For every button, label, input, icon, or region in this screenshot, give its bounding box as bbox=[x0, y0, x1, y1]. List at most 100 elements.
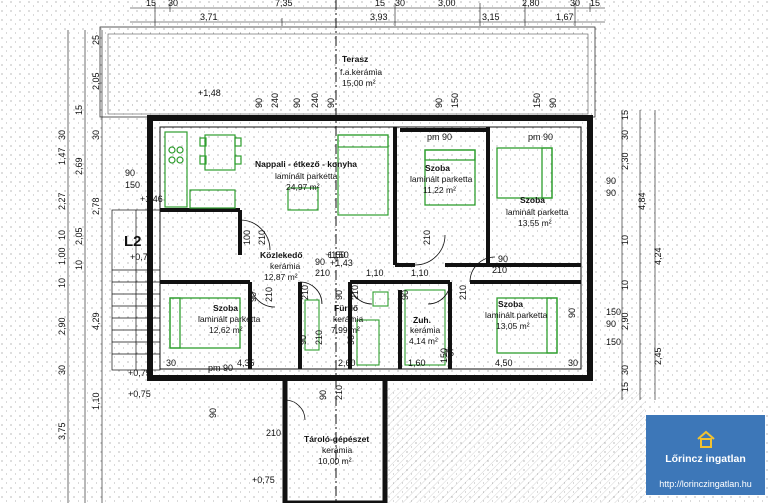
dim-right-6: 10 bbox=[620, 280, 630, 290]
room-bathroom: Fürdő kerámia 7,99 m² bbox=[331, 303, 364, 335]
dim-top-2: 7,35 bbox=[275, 0, 293, 8]
dim-int-20: 210 bbox=[257, 230, 267, 245]
dim-top2-3: 1,67 bbox=[556, 12, 574, 22]
dim-left-9: 10 bbox=[57, 230, 67, 240]
dim-int-21: 210 bbox=[422, 230, 432, 245]
bathroom-fixtures bbox=[304, 289, 446, 366]
dim-int-36: 90 bbox=[298, 335, 308, 345]
dim-top-6: 2,80 bbox=[522, 0, 540, 8]
level-5: +0,75 bbox=[128, 389, 151, 399]
terrace-edge bbox=[107, 33, 589, 115]
level-1: +1,46 bbox=[140, 194, 163, 204]
left-dimensions: 25 2,05 15 30 1,47 2,69 30 2,27 2,78 10 … bbox=[57, 35, 101, 440]
room-area: 13,05 m² bbox=[496, 321, 530, 331]
room-area: 24,97 m² bbox=[286, 182, 320, 192]
room-area: 4,14 m² bbox=[409, 336, 438, 346]
dimension-lines-side bbox=[67, 30, 656, 503]
dim-int-32: 90 bbox=[334, 290, 344, 300]
dim-top-8: 15 bbox=[590, 0, 600, 8]
stair-marker: L2 +0,75 bbox=[124, 233, 153, 262]
inner-walls bbox=[160, 127, 581, 380]
dim-int-18: 90 bbox=[567, 308, 577, 318]
dim-left-10: 2,05 bbox=[74, 227, 84, 245]
dim-int-11: 90 bbox=[606, 176, 616, 186]
dim-left-18: 3,75 bbox=[57, 422, 67, 440]
room-name: Tároló-gépészet bbox=[304, 434, 369, 444]
dim-top-5: 3,00 bbox=[438, 0, 456, 8]
room-bedroom-1: Szoba laminált parketta 11,22 m² bbox=[410, 163, 473, 195]
dim-int-46: 4,50 bbox=[495, 358, 513, 368]
dim-int-6: 150 bbox=[450, 93, 460, 108]
dim-int-22: 90 bbox=[498, 254, 508, 264]
room-terrace: Terasz f.a.kerámia 15,00 m² bbox=[340, 54, 382, 88]
room-floor: kerámia bbox=[410, 325, 441, 335]
room-area: 12,62 m² bbox=[209, 325, 243, 335]
dim-top2-1: 3,93 bbox=[370, 12, 388, 22]
dim-int-10: 150 bbox=[125, 180, 140, 190]
dim-int-3: 240 bbox=[310, 93, 320, 108]
top-dimensions: 15 30 7,35 15 30 3,00 2,80 30 15 3,71 3,… bbox=[146, 0, 600, 22]
room-name: Zuh. bbox=[413, 315, 431, 325]
dim-int-42: 30 bbox=[166, 358, 176, 368]
dim-int-12: pm 90 bbox=[427, 132, 452, 142]
room-floor: f.a.kerámia bbox=[340, 67, 382, 77]
dim-int-5: 90 bbox=[434, 98, 444, 108]
room-floor: kerámia bbox=[333, 314, 364, 324]
dim-int-40: 75 bbox=[444, 348, 454, 358]
dim-left-3: 30 bbox=[57, 130, 67, 140]
dim-int-4: 90 bbox=[326, 98, 336, 108]
room-floor: kerámia bbox=[322, 445, 353, 455]
room-name: Szoba bbox=[498, 299, 523, 309]
room-name: Fürdő bbox=[334, 303, 358, 313]
room-area: 13,55 m² bbox=[518, 218, 552, 228]
room-floor: laminált parketta bbox=[485, 310, 548, 320]
dim-int-7: 150 bbox=[532, 93, 542, 108]
dim-top-1: 30 bbox=[168, 0, 178, 8]
dimension-lines-top bbox=[130, 3, 605, 26]
dim-int-49: 210 bbox=[266, 428, 281, 438]
dim-int-45: 1,60 bbox=[408, 358, 426, 368]
dim-int-19: 100 bbox=[242, 230, 252, 245]
dim-left-5: 2,69 bbox=[74, 157, 84, 175]
room-floor: laminált parketta bbox=[198, 314, 261, 324]
dim-left-4: 1,47 bbox=[57, 147, 67, 165]
dim-right-0: 15 bbox=[620, 110, 630, 120]
room-area: 11,22 m² bbox=[423, 185, 456, 195]
dim-top-7: 30 bbox=[570, 0, 580, 8]
dim-top-0: 15 bbox=[146, 0, 156, 8]
dim-int-41: pm 90 bbox=[208, 363, 233, 373]
dim-int-28: 210 bbox=[264, 287, 274, 302]
dim-left-16: 30 bbox=[57, 365, 67, 375]
dim-left-11: 1,00 bbox=[57, 247, 67, 265]
dim-int-50: 90 bbox=[318, 390, 328, 400]
dim-int-37: 210 bbox=[314, 330, 324, 345]
dim-right-7: 2,90 bbox=[620, 312, 630, 330]
dim-int-16: 150 bbox=[606, 337, 621, 347]
room-area: 15,00 m² bbox=[342, 78, 376, 88]
room-area: 7,99 m² bbox=[331, 325, 360, 335]
room-bedroom-2: Szoba laminált parketta 13,55 m² bbox=[506, 195, 569, 228]
dim-int-29: 90 bbox=[315, 257, 325, 267]
dim-int-39: 150 bbox=[439, 348, 449, 363]
dim-top-3: 15 bbox=[375, 0, 385, 8]
level-4: +0,75 bbox=[252, 475, 275, 485]
dim-left-6: 30 bbox=[91, 130, 101, 140]
dim-right-4: 10 bbox=[620, 235, 630, 245]
room-floor: laminált parketta bbox=[275, 171, 338, 181]
dim-right-1: 30 bbox=[620, 130, 630, 140]
room-shower: Zuh. kerámia 4,14 m² bbox=[409, 315, 441, 346]
dim-right-10: 15 bbox=[620, 382, 630, 392]
dim-int-1: 240 bbox=[270, 93, 280, 108]
dim-left-17: 1,10 bbox=[91, 392, 101, 410]
room-name: Nappali - étkező - konyha bbox=[255, 159, 357, 169]
dim-left-13: 10 bbox=[57, 278, 67, 288]
ground-hatch bbox=[385, 390, 645, 503]
house-icon bbox=[697, 430, 715, 448]
dim-right-2: 2,30 bbox=[620, 152, 630, 170]
stairs bbox=[111, 209, 161, 371]
room-area: 12,87 m² bbox=[264, 272, 298, 282]
dim-int-47: 30 bbox=[568, 358, 578, 368]
dim-int-15: 150 bbox=[606, 307, 621, 317]
interior-dimensions: 90 240 90 240 90 90 150 150 90 90 150 90… bbox=[125, 93, 621, 438]
